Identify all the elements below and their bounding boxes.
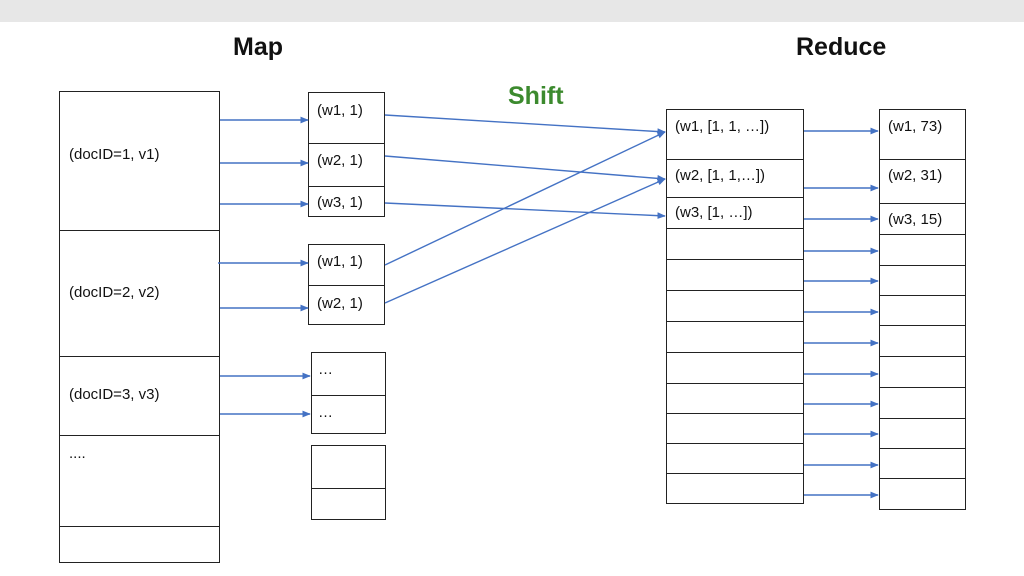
shuffle-group-empty — [666, 228, 804, 260]
map-pair-w2: (w2, 1) — [308, 143, 385, 187]
map-pair-w1: (w1, 1) — [308, 244, 385, 286]
map-pair-label: … — [318, 361, 333, 378]
reduce-result-empty — [879, 295, 966, 326]
shuffle-group-w1: (w1, [1, 1, …]) — [666, 109, 804, 160]
reduce-result-empty — [879, 418, 966, 449]
map-pair-label: (w1, 1) — [317, 102, 363, 119]
map-pair-label: (w3, 1) — [317, 194, 363, 211]
map-heading: Map — [233, 33, 283, 61]
map-pair-w2: (w2, 1) — [308, 285, 385, 325]
input-record-label: (docID=3, v3) — [69, 386, 160, 403]
shuffle-group-empty — [666, 352, 804, 384]
shuffle-group-label: (w1, [1, 1, …]) — [675, 118, 770, 135]
window-top-bar — [0, 0, 1024, 22]
shuffle-group-w3: (w3, [1, …]) — [666, 197, 804, 229]
reduce-result-label: (w2, 31) — [888, 167, 943, 184]
shuffle-group-empty — [666, 383, 804, 414]
shuffle-group-empty — [666, 290, 804, 322]
reduce-result-label: (w1, 73) — [888, 118, 943, 135]
map-pair-ellipsis: … — [311, 395, 386, 434]
input-record-label: (docID=2, v2) — [69, 284, 160, 301]
map-pair-empty — [311, 488, 386, 520]
reduce-result-empty — [879, 325, 966, 357]
map-pair-ellipsis: … — [311, 352, 386, 396]
input-record-1: (docID=1, v1) — [59, 91, 220, 231]
reduce-result-empty — [879, 478, 966, 510]
map-pair-empty — [311, 445, 386, 489]
reduce-result-empty — [879, 448, 966, 479]
reduce-result-empty — [879, 234, 966, 266]
reduce-result-w2: (w2, 31) — [879, 159, 966, 204]
reduce-result-empty — [879, 387, 966, 419]
map-pair-label: (w2, 1) — [317, 295, 363, 312]
shuffle-group-label: (w2, [1, 1,…]) — [675, 167, 766, 184]
shuffle-group-empty — [666, 259, 804, 291]
shift-arrow — [384, 131, 666, 266]
input-record-more: .... — [59, 435, 220, 527]
map-pair-label: (w1, 1) — [317, 253, 363, 270]
map-pair-w1: (w1, 1) — [308, 92, 385, 144]
reduce-result-empty — [879, 265, 966, 296]
reduce-result-empty — [879, 356, 966, 388]
shift-arrow — [384, 178, 666, 304]
input-record-label: (docID=1, v1) — [69, 146, 160, 163]
reduce-result-w1: (w1, 73) — [879, 109, 966, 160]
shuffle-group-w2: (w2, [1, 1,…]) — [666, 159, 804, 198]
shift-arrow — [384, 114, 666, 135]
input-record-label: .... — [69, 445, 86, 462]
shuffle-group-empty — [666, 321, 804, 353]
shift-heading: Shift — [508, 82, 564, 110]
shuffle-group-label: (w3, [1, …]) — [675, 204, 753, 221]
reduce-result-w3: (w3, 15) — [879, 203, 966, 235]
shift-arrow — [384, 202, 666, 220]
input-record-3: (docID=3, v3) — [59, 356, 220, 436]
map-pair-w3: (w3, 1) — [308, 186, 385, 217]
reduce-result-label: (w3, 15) — [888, 211, 943, 228]
shuffle-group-empty — [666, 443, 804, 474]
shuffle-group-empty — [666, 413, 804, 444]
shift-arrow — [384, 155, 666, 182]
input-record-empty — [59, 526, 220, 563]
reduce-heading: Reduce — [796, 33, 887, 61]
map-pair-label: (w2, 1) — [317, 152, 363, 169]
map-pair-label: … — [318, 404, 333, 421]
input-record-2: (docID=2, v2) — [59, 230, 220, 357]
shuffle-group-empty — [666, 473, 804, 504]
